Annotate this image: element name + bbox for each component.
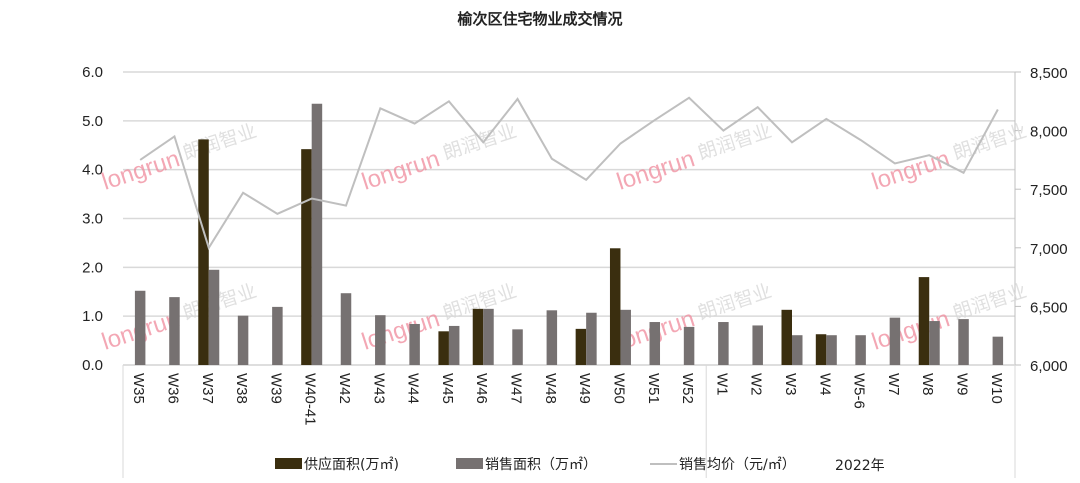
sales-bar — [855, 335, 866, 365]
sales-bar — [375, 315, 386, 365]
sales-bar — [649, 322, 661, 365]
category-label: W49 — [576, 373, 593, 404]
category-label: W3 — [782, 373, 799, 396]
category-label: W5-6 — [851, 373, 868, 409]
left-axis-tick-label: 0.0 — [82, 357, 103, 374]
sales-bar — [237, 315, 249, 365]
sales-bar — [546, 310, 558, 365]
sales-bar — [311, 103, 323, 365]
legend-swatch-supply — [275, 458, 302, 469]
svg-text:longrun: longrun — [359, 145, 443, 195]
right-axis-tick-label: 7,500 — [1030, 182, 1068, 199]
svg-text:longrun: longrun — [359, 305, 443, 355]
left-axis-tick-label: 1.0 — [82, 308, 103, 325]
left-axis-tick-label: 2.0 — [82, 259, 103, 276]
supply-bar — [472, 308, 484, 365]
category-label: W2 — [748, 373, 765, 396]
sales-bar — [792, 335, 803, 365]
right-axis-tick-label: 6,500 — [1030, 299, 1068, 316]
category-label: W51 — [645, 373, 662, 404]
sales-bar — [929, 321, 940, 365]
category-label: W1 — [713, 373, 730, 396]
left-axis-tick-label: 4.0 — [82, 162, 103, 179]
svg-text:朗润智业: 朗润智业 — [695, 280, 774, 324]
legend-swatch-sales — [456, 458, 483, 469]
category-label: W10 — [988, 373, 1005, 404]
svg-text:朗润智业: 朗润智业 — [950, 280, 1029, 324]
svg-text:longrun: longrun — [99, 145, 183, 195]
category-label: W42 — [336, 373, 353, 404]
sales-bar — [683, 326, 695, 365]
category-label: W39 — [267, 373, 284, 404]
legend-label-price: 销售均价（元/㎡） — [679, 457, 796, 473]
sales-bar — [409, 323, 420, 365]
right-axis-tick-label: 6,000 — [1030, 358, 1068, 375]
category-label: W8 — [919, 373, 936, 396]
left-axis-tick-label: 6.0 — [82, 64, 103, 81]
supply-bar — [198, 139, 209, 365]
category-label: W52 — [679, 373, 696, 404]
left-axis-tick-label: 3.0 — [82, 211, 103, 228]
supply-bar — [918, 277, 930, 365]
sales-bar — [752, 325, 763, 365]
category-label: W46 — [473, 373, 490, 404]
category-label: W43 — [370, 373, 387, 404]
category-label: W40-41 — [302, 373, 319, 426]
sales-bar — [512, 329, 523, 365]
svg-text:朗润智业: 朗润智业 — [695, 120, 774, 164]
legend-label-sales: 销售面积（万㎡） — [485, 457, 597, 473]
svg-text:朗润智业: 朗润智业 — [180, 120, 259, 164]
right-axis-tick-label: 7,000 — [1030, 241, 1068, 258]
supply-bar — [438, 331, 449, 365]
sales-bar — [958, 319, 969, 365]
category-label: W38 — [233, 373, 250, 404]
supply-bar — [781, 309, 792, 365]
category-label: W37 — [199, 373, 216, 404]
svg-text:longrun: longrun — [869, 305, 953, 355]
category-label: W48 — [542, 373, 559, 404]
sales-bar — [169, 297, 180, 365]
sales-bar — [448, 325, 460, 365]
sales-bar — [272, 306, 283, 365]
sales-bar — [992, 336, 1004, 365]
sales-bar — [620, 309, 631, 365]
category-label: W4 — [816, 373, 833, 396]
sales-bar — [718, 322, 729, 365]
supply-bar — [609, 248, 621, 365]
category-label: W9 — [954, 373, 971, 396]
category-label: W47 — [508, 373, 525, 404]
sales-bar — [134, 290, 146, 365]
supply-bar — [815, 334, 827, 365]
legend-label-supply: 供应面积(万㎡) — [304, 456, 399, 473]
category-label: W35 — [130, 373, 147, 404]
right-axis-tick-label: 8,000 — [1030, 124, 1068, 141]
category-label: W36 — [164, 373, 181, 404]
category-label: W50 — [610, 373, 627, 404]
sales-bar — [483, 308, 494, 365]
sales-bar — [340, 293, 352, 365]
right-axis-tick-label: 8,500 — [1030, 65, 1068, 82]
group-label-2022: 2022年 — [835, 458, 885, 474]
svg-text:longrun: longrun — [614, 145, 698, 195]
supply-bar — [301, 149, 312, 365]
sales-bar — [826, 335, 837, 365]
supply-bar — [575, 328, 587, 365]
sales-bar — [586, 312, 597, 365]
svg-text:朗润智业: 朗润智业 — [440, 120, 519, 164]
chart-title: 榆次区住宅物业成交情况 — [457, 10, 623, 28]
category-label: W7 — [885, 373, 902, 396]
category-label: W44 — [405, 373, 422, 404]
sales-bar — [208, 269, 220, 365]
svg-text:朗润智业: 朗润智业 — [950, 120, 1029, 164]
sales-bar — [889, 317, 901, 365]
left-axis-tick-label: 5.0 — [82, 113, 103, 130]
category-label: W45 — [439, 373, 456, 404]
price-line — [139, 96, 999, 251]
